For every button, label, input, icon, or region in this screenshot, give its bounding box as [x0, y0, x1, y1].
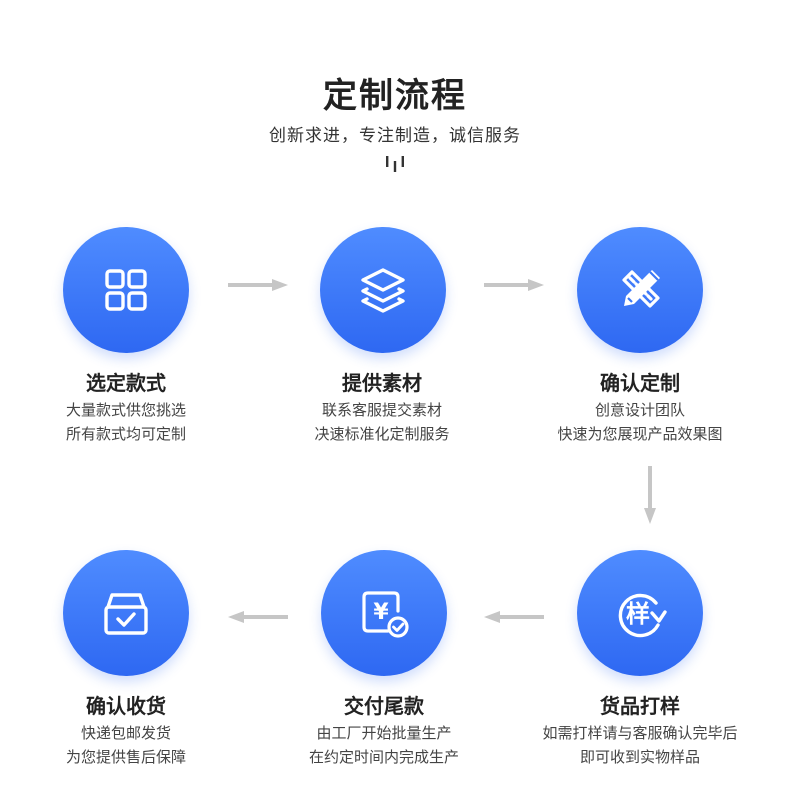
sample-glyph: 样 [626, 600, 650, 628]
step-title: 确认定制 [600, 371, 680, 395]
step-description-line: 所有款式均可定制 [65, 425, 186, 443]
step-title: 确认收货 [86, 694, 166, 718]
step-description-line: 决速标准化定制服务 [314, 425, 450, 443]
arrow-left-icon [228, 611, 288, 623]
pencil-ruler-icon [622, 270, 660, 308]
step-title: 选定款式 [86, 371, 166, 395]
step-icon-circle [63, 550, 189, 676]
step-description-line: 快速为您展现产品效果图 [557, 425, 723, 443]
arrow-down-icon [644, 466, 656, 524]
page-title: 定制流程 [323, 76, 467, 116]
step-icon-circle [63, 227, 189, 353]
step-icon-circle [577, 227, 703, 353]
sample-icon: 样 [618, 593, 667, 638]
payment-icon: ¥ [362, 591, 409, 638]
step-title: 货品打样 [600, 694, 680, 718]
page-subtitle: 创新求进，专注制造，诚信服务 [269, 126, 521, 146]
arrow-left-icon [484, 611, 544, 623]
step-description-line: 创意设计团队 [594, 401, 685, 419]
step-description-line: 大量款式供您挑选 [65, 401, 186, 419]
step-description-line: 如需打样请与客服确认完毕后 [542, 724, 738, 742]
divider-bars-icon [386, 156, 404, 172]
step-description-line: 即可收到实物样品 [579, 748, 700, 766]
box-check-icon [104, 593, 148, 635]
layers-icon [361, 268, 405, 313]
step-icon-circle: 样 [577, 550, 703, 676]
step-description-line: 快递包邮发货 [80, 724, 171, 742]
step-description-line: 为您提供售后保障 [65, 748, 186, 766]
arrow-right-icon [484, 279, 544, 291]
step-title: 提供素材 [342, 371, 422, 395]
step-title: 交付尾款 [344, 694, 424, 718]
arrow-right-icon [228, 279, 288, 291]
step-description-line: 在约定时间内完成生产 [308, 748, 459, 766]
step-icon-circle: ¥ [321, 550, 447, 676]
grid-icon [105, 269, 147, 311]
step-icon-circle [320, 227, 446, 353]
yuan-glyph: ¥ [373, 600, 389, 625]
step-description-line: 由工厂开始批量生产 [316, 724, 452, 742]
step-description-line: 联系客服提交素材 [321, 401, 442, 419]
